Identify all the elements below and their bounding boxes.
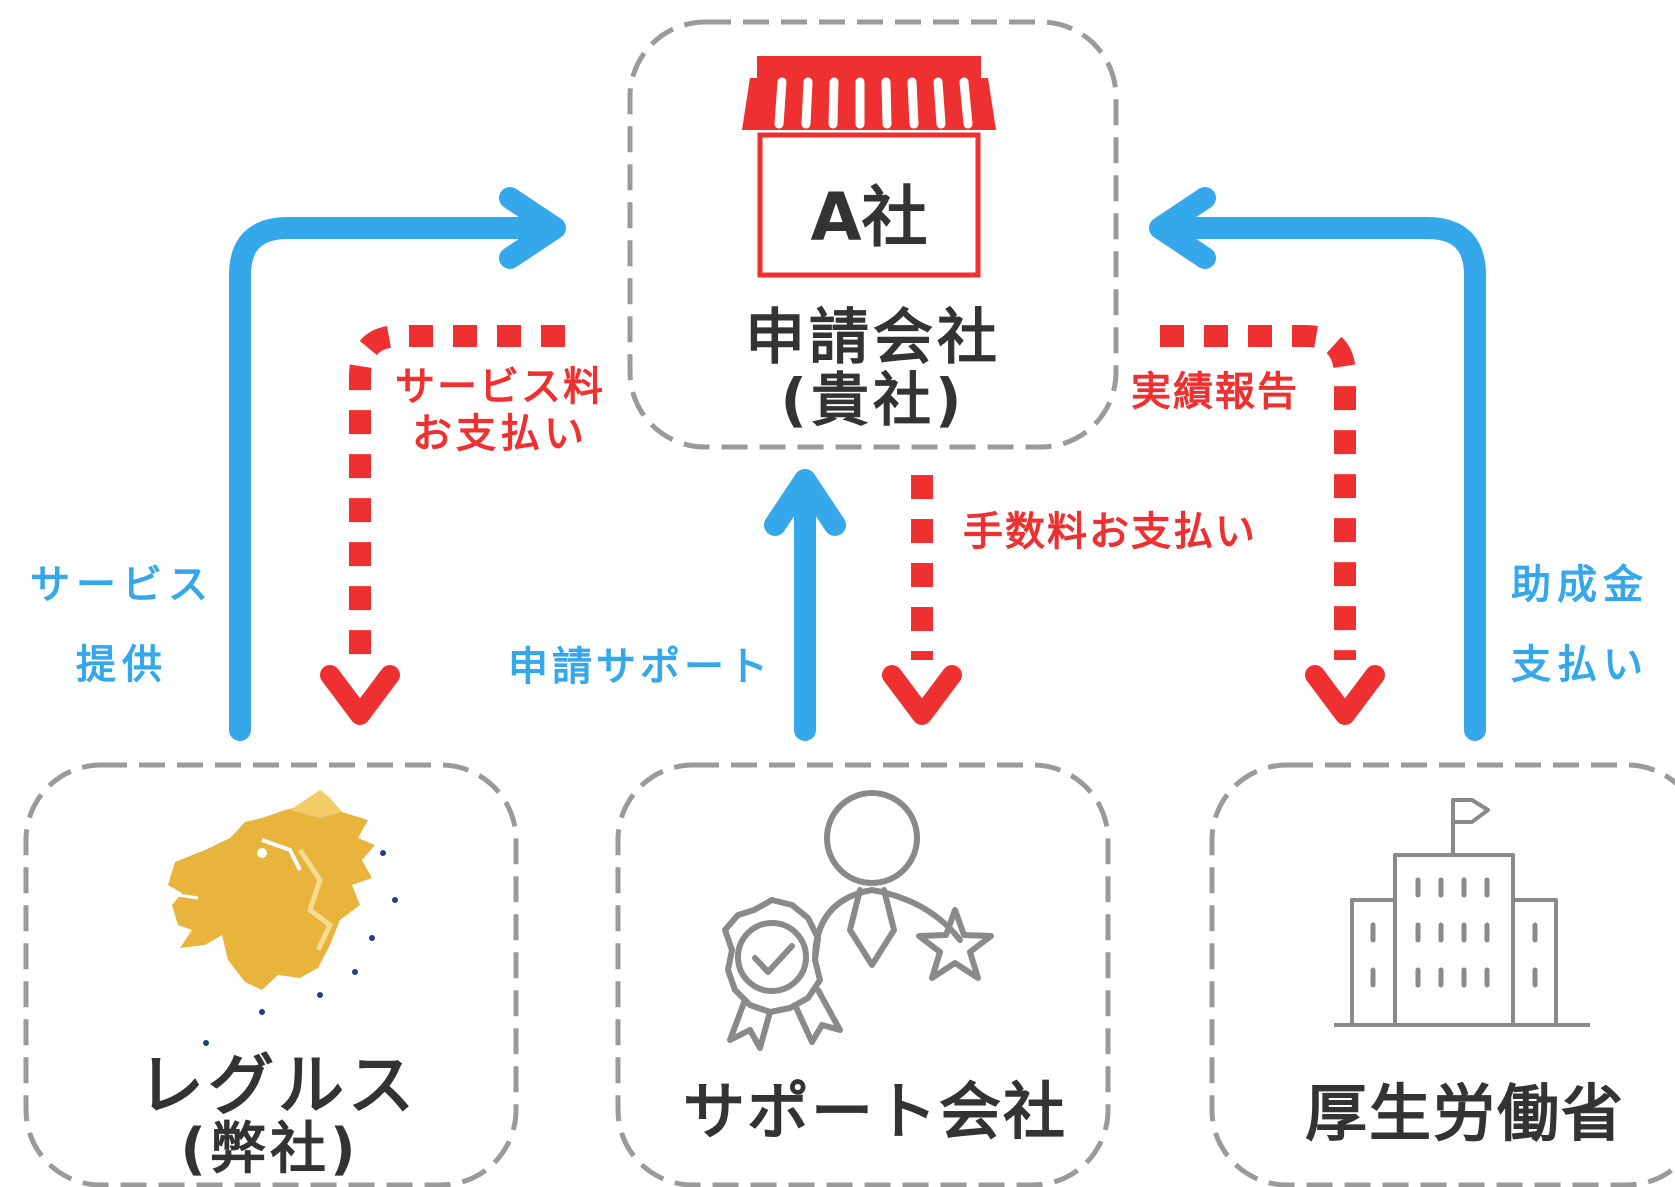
regulus-title-line1: レグルス	[138, 1047, 418, 1124]
government-building-icon	[1334, 798, 1590, 1027]
performance-report-arrow	[1160, 325, 1356, 660]
service-provision-label-line2: 提供	[76, 642, 168, 688]
lion-logo	[168, 790, 398, 1046]
service-provision-arrowhead	[499, 187, 566, 269]
ministry-title: 厚生労働省	[1305, 1077, 1625, 1150]
applicant-title-line1: 申請会社	[745, 303, 1001, 373]
storefront-icon	[742, 56, 996, 278]
ministry-node-box	[1209, 762, 1675, 1187]
commission-payment-label: 手数料お支払い	[963, 509, 1257, 555]
consultant-award-icon	[722, 790, 994, 1051]
applicant-title-line2: (貴社)	[780, 366, 965, 434]
subsidy-payment-label-line1: 助成金	[1511, 562, 1649, 608]
application-support-arrowhead	[764, 469, 846, 536]
subsidy-payment-arrowhead	[1149, 187, 1216, 269]
service-fee-arrowhead	[320, 665, 400, 725]
commission-payment-arrowhead	[882, 665, 962, 725]
performance-report-label: 実績報告	[1131, 369, 1299, 415]
application-support-label: 申請サポート	[508, 644, 772, 690]
service-fee-label-line2: お支払い	[412, 411, 588, 457]
support-node-box	[615, 762, 1111, 1187]
applicant-node-box	[627, 19, 1119, 450]
performance-report-arrowhead	[1305, 665, 1385, 725]
applicant-shop-label: A社	[810, 179, 927, 256]
support-title: サポート会社	[683, 1075, 1067, 1148]
regulus-node-box	[23, 762, 519, 1187]
regulus-title-line2: (弊社)	[180, 1117, 359, 1182]
service-provision-arrow	[229, 217, 561, 741]
service-fee-label-line1: サービス料	[395, 364, 605, 410]
subsidy-payment-arrow	[1154, 217, 1486, 741]
service-fee-arrow	[349, 325, 565, 660]
subsidy-payment-label-line2: 支払い	[1511, 642, 1649, 688]
service-provision-label-line1: サービス	[30, 562, 214, 608]
